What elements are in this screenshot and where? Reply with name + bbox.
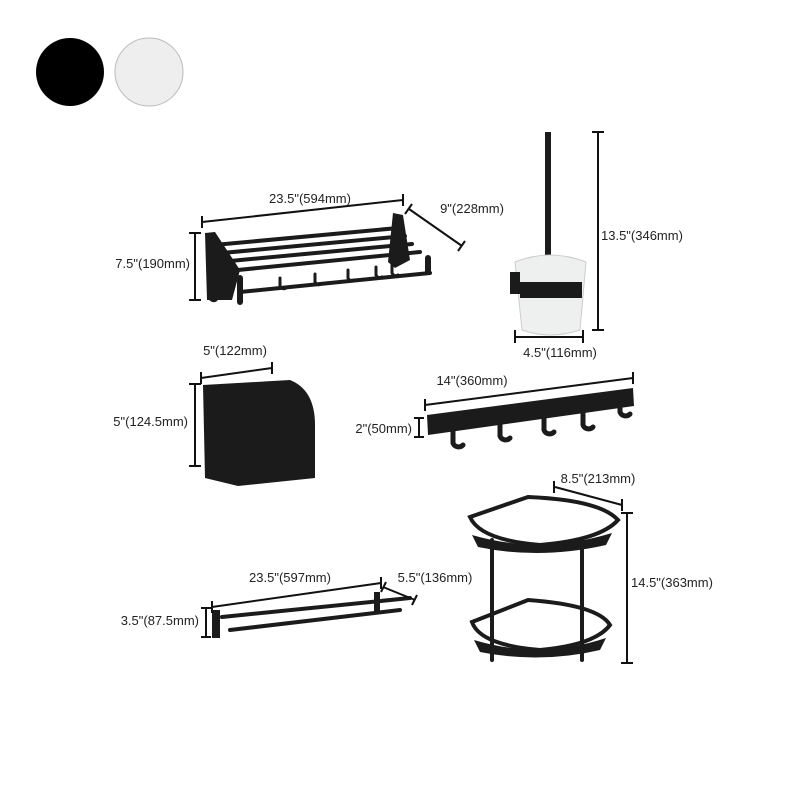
- paper-holder-height-label: 5"(124.5mm): [113, 414, 188, 429]
- color-swatch-black[interactable]: [36, 38, 104, 106]
- corner-shelf-width-dimension-line: [553, 481, 623, 511]
- towel-rack-depth-label: 9"(228mm): [440, 201, 504, 216]
- corner-shelf-height-dimension-line: [621, 512, 633, 664]
- paper-holder-width-dimension-line: [200, 362, 273, 384]
- towel-rack-depth-dimension-line: [404, 203, 466, 252]
- color-swatch-white[interactable]: [114, 37, 184, 107]
- hook-rail-width-label: 14"(360mm): [436, 373, 507, 388]
- towel-rack-width-dimension-line: [201, 194, 404, 228]
- paper-holder: 5"(122mm) 5"(124.5mm): [113, 343, 315, 486]
- corner-shelf-height-label: 14.5"(363mm): [631, 575, 713, 590]
- towel-bar-width-dimension-line: [211, 577, 382, 613]
- hook-rail-height-dimension-line: [414, 417, 424, 438]
- towel-bar-width-label: 23.5"(597mm): [249, 570, 331, 585]
- towel-rack-height-dimension-line: [189, 232, 201, 301]
- towel-rack-height-label: 7.5"(190mm): [115, 256, 190, 271]
- toilet-brush-height-label: 13.5"(346mm): [601, 228, 683, 243]
- towel-bar: 23.5"(597mm) 5.5"(136mm) 3.5"(87.5mm): [121, 570, 473, 638]
- corner-shelf-width-label: 8.5"(213mm): [561, 471, 636, 486]
- hook-rail-width-dimension-line: [424, 372, 634, 411]
- toilet-brush-width-dimension-line: [514, 330, 584, 343]
- toilet-brush-height-dimension-line: [592, 131, 604, 331]
- toilet-brush-image: [510, 132, 587, 336]
- corner-shelf: 8.5"(213mm) 14.5"(363mm): [467, 471, 713, 664]
- towel-bar-height-label: 3.5"(87.5mm): [121, 613, 199, 628]
- paper-holder-width-label: 5"(122mm): [203, 343, 267, 358]
- hook-rail-height-label: 2"(50mm): [355, 421, 412, 436]
- corner-shelf-image: [467, 494, 621, 662]
- towel-bar-depth-dimension-line: [380, 581, 418, 606]
- toilet-brush: 13.5"(346mm) 4.5"(116mm): [510, 131, 683, 360]
- toilet-brush-width-label: 4.5"(116mm): [523, 345, 597, 360]
- paper-holder-height-dimension-line: [189, 383, 201, 467]
- towel-bar-image: [212, 592, 412, 638]
- towel-bar-depth-label: 5.5"(136mm): [398, 570, 473, 585]
- hook-rail: 14"(360mm) 2"(50mm): [355, 372, 634, 450]
- paper-holder-image: [203, 380, 315, 486]
- towel-rack-width-label: 23.5"(594mm): [269, 191, 351, 206]
- hook-rail-image: [427, 388, 634, 450]
- towel-rack-image: [205, 213, 432, 305]
- towel-bar-height-dimension-line: [201, 607, 211, 638]
- towel-rack: 23.5"(594mm) 9"(228mm) 7.5"(190mm): [115, 191, 504, 305]
